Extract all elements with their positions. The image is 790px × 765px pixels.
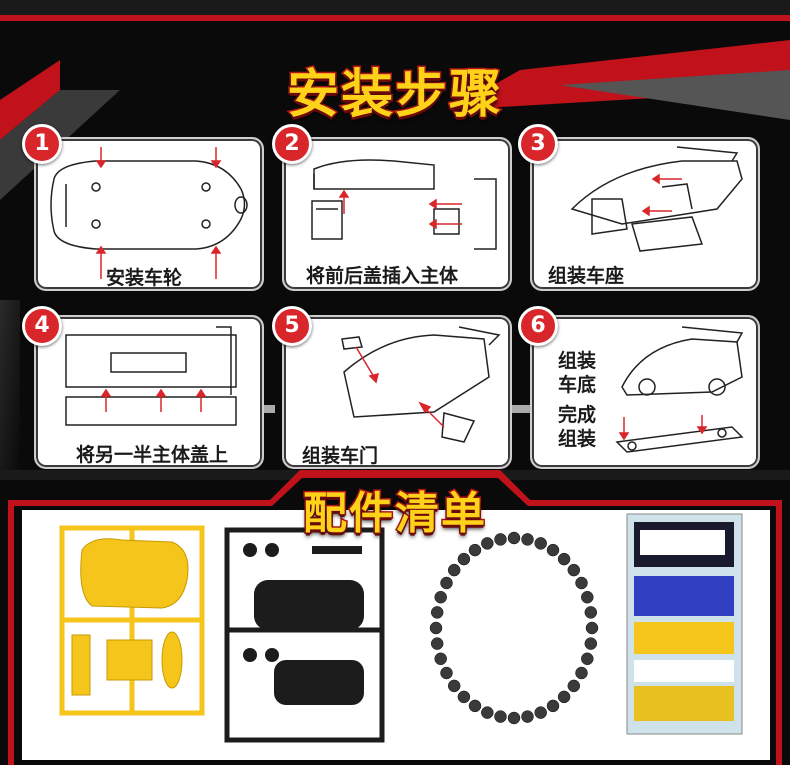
chain-bead (447, 563, 461, 577)
step-6-caption-bottom-line2: 组装 (558, 428, 597, 450)
chain-bead (447, 679, 461, 693)
chain-bead (585, 621, 599, 635)
chain-bead (440, 666, 453, 680)
chain-bead (430, 606, 444, 619)
chain-bead (546, 543, 560, 557)
sticker-sheet (626, 513, 743, 735)
chain-bead (468, 699, 482, 713)
step-1-badge: 1 (22, 124, 62, 164)
step-6-badge: 6 (518, 306, 558, 346)
chain-bead (575, 666, 588, 680)
step-6-caption-bottom: 完成 组装 (558, 403, 596, 451)
assembly-steps-title: 安装步骤 (285, 64, 503, 127)
step-5-badge: 5 (272, 306, 312, 346)
step-card-5: 组装车门 (282, 315, 512, 469)
step-4-badge: 4 (22, 306, 62, 346)
chain-bead (557, 552, 571, 566)
chain-bead (434, 590, 447, 604)
step-4-caption: 将另一半主体盖上 (76, 444, 229, 466)
step-6-illustration (615, 326, 744, 453)
step-4-illustration (65, 326, 237, 426)
step-3-badge: 3 (518, 124, 558, 164)
step-3-caption: 组装车座 (548, 265, 625, 287)
step-1-caption: 安装车轮 (106, 267, 183, 289)
chain-bead (430, 637, 444, 650)
chain-bead (581, 652, 594, 666)
chain-bead (494, 533, 507, 546)
step-1-illustration (50, 147, 248, 279)
parts-panel (22, 510, 770, 760)
step-5-caption: 组装车门 (302, 445, 379, 467)
step-6-caption-top: 组装 车底 (558, 349, 596, 397)
chain-bead (434, 652, 447, 666)
parts-list-title: 配件清单 (302, 487, 487, 541)
step-card-6: 组装 车底 完成 组装 (530, 315, 760, 469)
ball-chain (429, 531, 599, 725)
step-3-illustration (570, 146, 743, 252)
step-card-1: 安装车轮 (34, 137, 264, 291)
chain-bead (494, 710, 507, 723)
step-2-illustration (311, 159, 497, 250)
chain-bead (507, 711, 521, 725)
chain-bead (557, 690, 571, 704)
step-card-3: 组装车座 (530, 137, 760, 291)
step-6-caption-bottom-line1: 完成 (558, 404, 597, 426)
chain-bead (481, 537, 494, 550)
black-parts-frame (224, 527, 385, 743)
chain-bead (575, 576, 588, 590)
chain-bead (468, 543, 482, 557)
step-6-caption-top-line2: 车底 (558, 374, 597, 396)
step-card-2: 将前后盖插入主体 (282, 137, 512, 291)
chain-bead (481, 706, 494, 719)
chain-bead (440, 576, 453, 590)
chain-bead (507, 531, 521, 545)
parts-illustration (59, 513, 743, 743)
step-2-badge: 2 (272, 124, 312, 164)
chain-bead (521, 710, 534, 723)
step-2-caption: 将前后盖插入主体 (306, 265, 459, 287)
chain-bead (534, 706, 547, 719)
step-5-illustration (341, 326, 501, 443)
chain-bead (429, 621, 443, 635)
chain-bead (584, 637, 598, 650)
chain-bead (534, 537, 547, 550)
chain-bead (581, 590, 594, 604)
chain-bead (567, 563, 581, 577)
chain-bead (457, 552, 471, 566)
chain-bead (457, 690, 471, 704)
chain-bead (546, 699, 560, 713)
chain-bead (521, 533, 534, 546)
chain-bead (567, 679, 581, 693)
chain-bead (584, 606, 598, 619)
step-6-caption-top-line1: 组装 (558, 350, 597, 372)
step-card-4: 将另一半主体盖上 (34, 315, 264, 469)
